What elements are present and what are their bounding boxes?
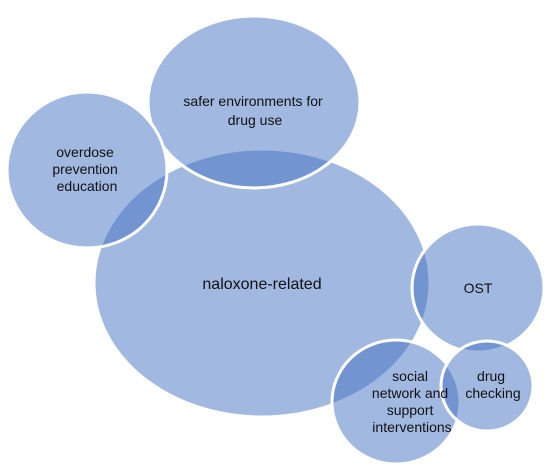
label-drug-checking: drug checking — [465, 368, 520, 401]
label-naloxone-related: naloxone-related — [202, 276, 321, 293]
label-social-line-4: interventions — [372, 419, 451, 435]
circle-safer-environments — [146, 14, 362, 190]
label-social-line-3: support — [387, 402, 434, 418]
label-safer-environments-line-2: drug use — [228, 112, 283, 128]
label-safer-environments-line-1: safer environments for — [183, 93, 323, 109]
label-ost-line-1: OST — [464, 280, 493, 296]
circle-overdose-prevention-education — [5, 90, 169, 250]
label-social-line-2: network and — [372, 385, 448, 401]
label-social-line-1: social — [392, 368, 428, 384]
label-overdose-line-2: prevention — [52, 161, 117, 177]
label-safer-environments: safer environments for drug use — [183, 93, 326, 128]
label-overdose-line-3: education — [57, 178, 118, 194]
label-overdose-line-1: overdose — [56, 144, 114, 160]
label-naloxone-related-line-1: naloxone-related — [202, 276, 321, 293]
label-drug-checking-line-2: checking — [465, 385, 520, 401]
circle-drug-checking-shape — [439, 339, 535, 433]
label-overdose-prevention-education: overdose prevention education — [52, 144, 121, 194]
label-ost: OST — [464, 280, 493, 296]
label-social-network-support: social network and support interventions — [372, 368, 452, 435]
circle-drug-checking — [439, 339, 535, 433]
label-drug-checking-line-1: drug — [477, 368, 505, 384]
circle-safer-environments-shape — [146, 14, 362, 190]
circle-overdose-prevention-education-shape — [5, 90, 169, 250]
